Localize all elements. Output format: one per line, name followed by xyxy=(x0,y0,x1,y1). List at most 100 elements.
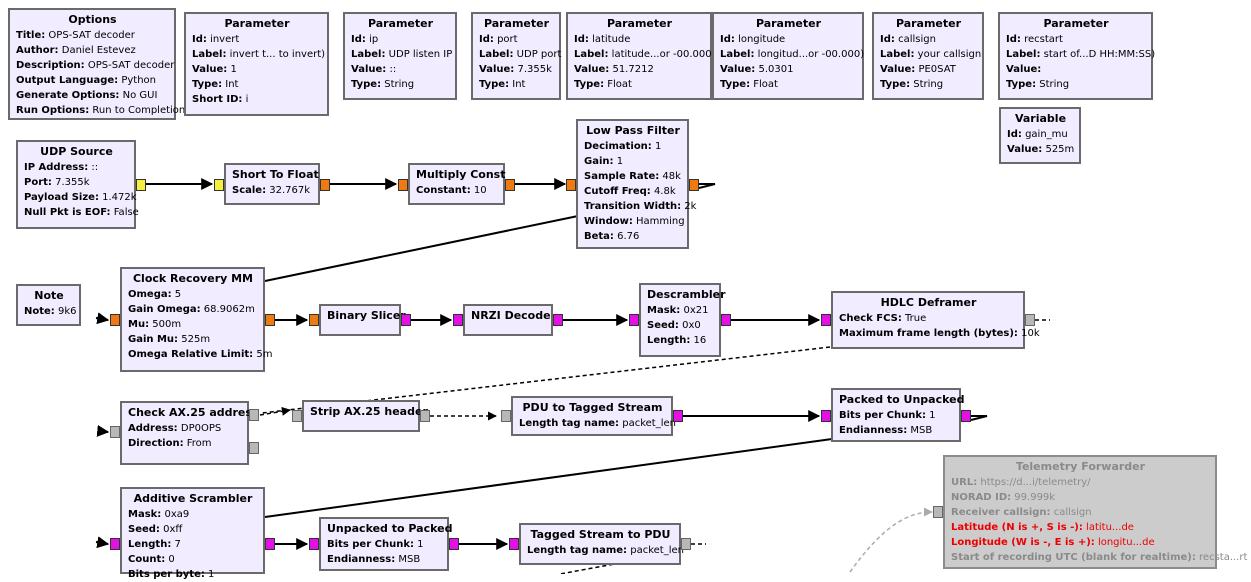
block-title: Binary Slicer xyxy=(327,309,406,322)
param-value: 5 xyxy=(171,289,182,300)
lpf-in-port[interactable] xyxy=(566,179,576,191)
wire-packed-out-stub[interactable] xyxy=(970,415,988,421)
packed-to-unpacked-in-port[interactable] xyxy=(821,410,831,422)
block-title: NRZI Decode xyxy=(471,309,551,322)
nrzi-in-port[interactable] xyxy=(453,314,463,326)
check-ax25-ok-port[interactable] xyxy=(249,409,259,421)
param-value: Python xyxy=(118,75,156,86)
block-param: Id: longitude xyxy=(720,32,857,47)
descrambler-in-port[interactable] xyxy=(629,314,639,326)
strip-ax25-out-port[interactable] xyxy=(420,410,430,422)
param-key: Label: xyxy=(880,49,915,60)
binary-slicer-in-port[interactable] xyxy=(309,314,319,326)
wire-lpf-to-clock-recovery[interactable] xyxy=(264,215,579,282)
multiply-const-in-port[interactable] xyxy=(398,179,408,191)
param-value: 99.999k xyxy=(1011,492,1056,503)
packed-to-unpacked-out-port[interactable] xyxy=(961,410,971,422)
udp-source-out-port[interactable] xyxy=(136,179,146,191)
strip-ax25-header-block[interactable]: Strip AX.25 header xyxy=(302,400,428,432)
block-param: Type: Float xyxy=(720,77,857,92)
clock-recovery-out-port[interactable] xyxy=(265,314,275,326)
block-param: Id: port xyxy=(479,32,554,47)
block-param: Check FCS: True xyxy=(839,311,1018,326)
tagged-to-pdu-in-port[interactable] xyxy=(509,538,519,550)
check-ax25-in-port[interactable] xyxy=(110,426,120,438)
block-title: Options xyxy=(68,13,117,26)
wire-additive-in-stub[interactable] xyxy=(95,536,110,549)
block-title: Tagged Stream to PDU xyxy=(530,528,671,541)
param-key: Gain: xyxy=(584,156,614,167)
param-key: Payload Size: xyxy=(24,192,99,203)
lpf-out-port[interactable] xyxy=(689,179,699,191)
unpacked-to-packed-in-port[interactable] xyxy=(309,538,319,550)
strip-ax25-in-port[interactable] xyxy=(292,410,302,422)
descrambler-out-port[interactable] xyxy=(721,314,731,326)
wire-packed-to-additive[interactable] xyxy=(264,438,833,518)
nrzi-decode-block[interactable]: NRZI Decode xyxy=(463,304,553,336)
pdu-to-tagged-out-port[interactable] xyxy=(673,410,683,422)
block-param: Payload Size: 1.472k xyxy=(24,190,137,205)
param-key: Cutoff Freq: xyxy=(584,186,651,197)
nrzi-out-port[interactable] xyxy=(553,314,563,326)
msg-to-telemetry-forwarder[interactable] xyxy=(849,507,933,573)
binary-slicer-block[interactable]: Binary Slicer xyxy=(319,304,406,336)
additive-scrambler-in-port[interactable] xyxy=(110,538,120,550)
wire-lpf-out-stub[interactable] xyxy=(698,183,716,189)
clock-recovery-in-port[interactable] xyxy=(110,314,120,326)
param-value: 0x21 xyxy=(680,305,709,316)
param-key: Label: xyxy=(192,49,227,60)
tagged-to-pdu-out-port[interactable] xyxy=(681,538,691,550)
param-key: Address: xyxy=(128,423,178,434)
param-value: Float xyxy=(750,79,778,90)
block-title: Parameter xyxy=(755,17,822,30)
check-ax25-fail-port[interactable] xyxy=(249,442,259,454)
param-key: IP Address: xyxy=(24,162,89,173)
unpacked-to-packed-out-port[interactable] xyxy=(449,538,459,550)
short-to-float-out-port[interactable] xyxy=(320,179,330,191)
block-param: Start of recording UTC (blank for realti… xyxy=(951,550,1247,565)
param-value: 1 xyxy=(413,539,424,550)
param-value: Int xyxy=(222,79,239,90)
wire-check-in-stub[interactable] xyxy=(96,424,110,437)
param-key: Value: xyxy=(192,64,228,75)
wire-clock-in-stub[interactable] xyxy=(95,312,110,325)
hdlc-in-port[interactable] xyxy=(821,314,831,326)
block-title: Note xyxy=(34,289,64,302)
param-value: recstart xyxy=(1020,34,1063,45)
multiply-const-out-port[interactable] xyxy=(505,179,515,191)
block-title: Parameter xyxy=(224,17,290,30)
pdu-to-tagged-in-port[interactable] xyxy=(501,410,511,422)
additive-scrambler-out-port[interactable] xyxy=(265,538,275,550)
msg-check-to-strip[interactable] xyxy=(259,406,291,416)
param-value: latitu...de xyxy=(1082,522,1134,533)
param-key: Mu: xyxy=(128,319,150,330)
short-to-float-in-port[interactable] xyxy=(214,179,224,191)
hdlc-out-port[interactable] xyxy=(1025,314,1035,326)
telemetry-forwarder-in-port[interactable] xyxy=(933,506,943,518)
binary-slicer-out-port[interactable] xyxy=(401,314,411,326)
